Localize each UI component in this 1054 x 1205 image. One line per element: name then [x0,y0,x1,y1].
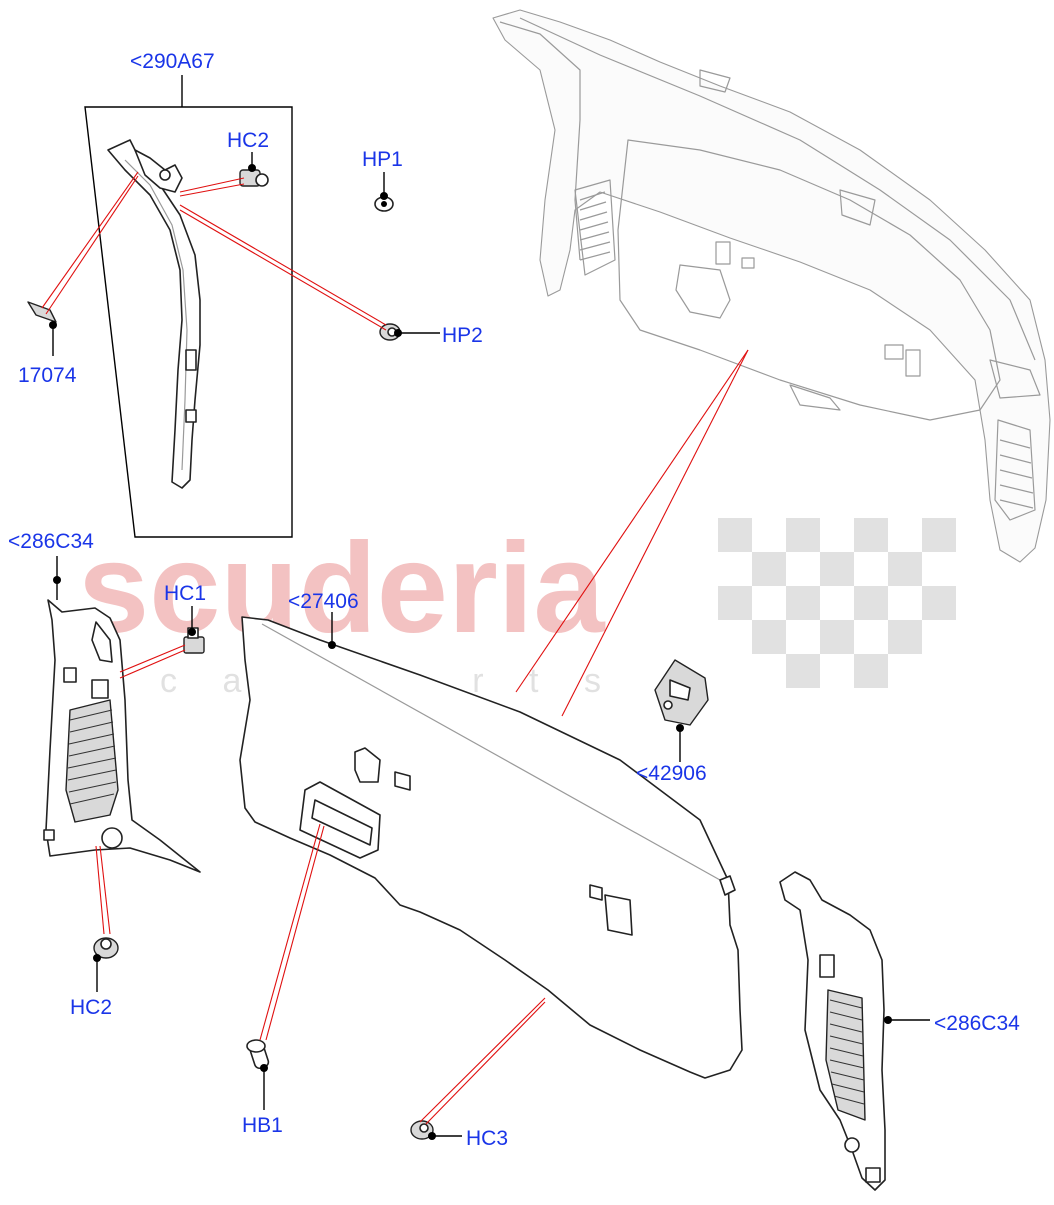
watermark-checkerboard [718,518,956,688]
leader-lines [49,152,930,1140]
bolt-hb1-part [246,1039,270,1070]
callout-hc1: HC1 [164,582,206,605]
clip-hc2-top-part [239,169,269,187]
group-box-290a67 [84,75,293,538]
tailgate-reference-outline [492,9,1051,563]
watermark-brand: scuderia [78,517,605,660]
d-pillar-lower-trim-left [43,599,201,873]
callout-hp2: HP2 [442,324,483,347]
callout-hc3: HC3 [466,1127,508,1150]
bracket-42906 [654,659,709,726]
clip-hc3-part [410,1120,434,1140]
callout-286c34-left: <286C34 [8,530,94,553]
clip-hc2-bottom-part [93,937,119,959]
watermark: scuderia c a r p a r t s [78,517,956,700]
callout-27406: <27406 [288,590,359,613]
callout-290a67: <290A67 [130,50,215,73]
callout-labels: <290A67 HC2 HP1 HP2 17074 <286C34 HC1 <2… [8,50,1020,1150]
d-pillar-upper-trim [107,139,201,489]
reference-lines [41,171,749,1125]
callout-42906: <42906 [636,762,707,785]
clip-hp1-part [374,196,394,212]
callout-hc2-bottom: HC2 [70,996,112,1019]
callout-17074: 17074 [18,364,77,387]
callout-hb1: HB1 [242,1114,283,1137]
d-pillar-lower-trim-right [779,871,886,1191]
callout-286c34-right: <286C34 [934,1012,1020,1035]
callout-hc2-top: HC2 [227,129,269,152]
callout-hp1: HP1 [362,148,403,171]
clip-hp2-part [379,323,401,341]
tailgate-trim-panel-27406 [239,616,743,1079]
